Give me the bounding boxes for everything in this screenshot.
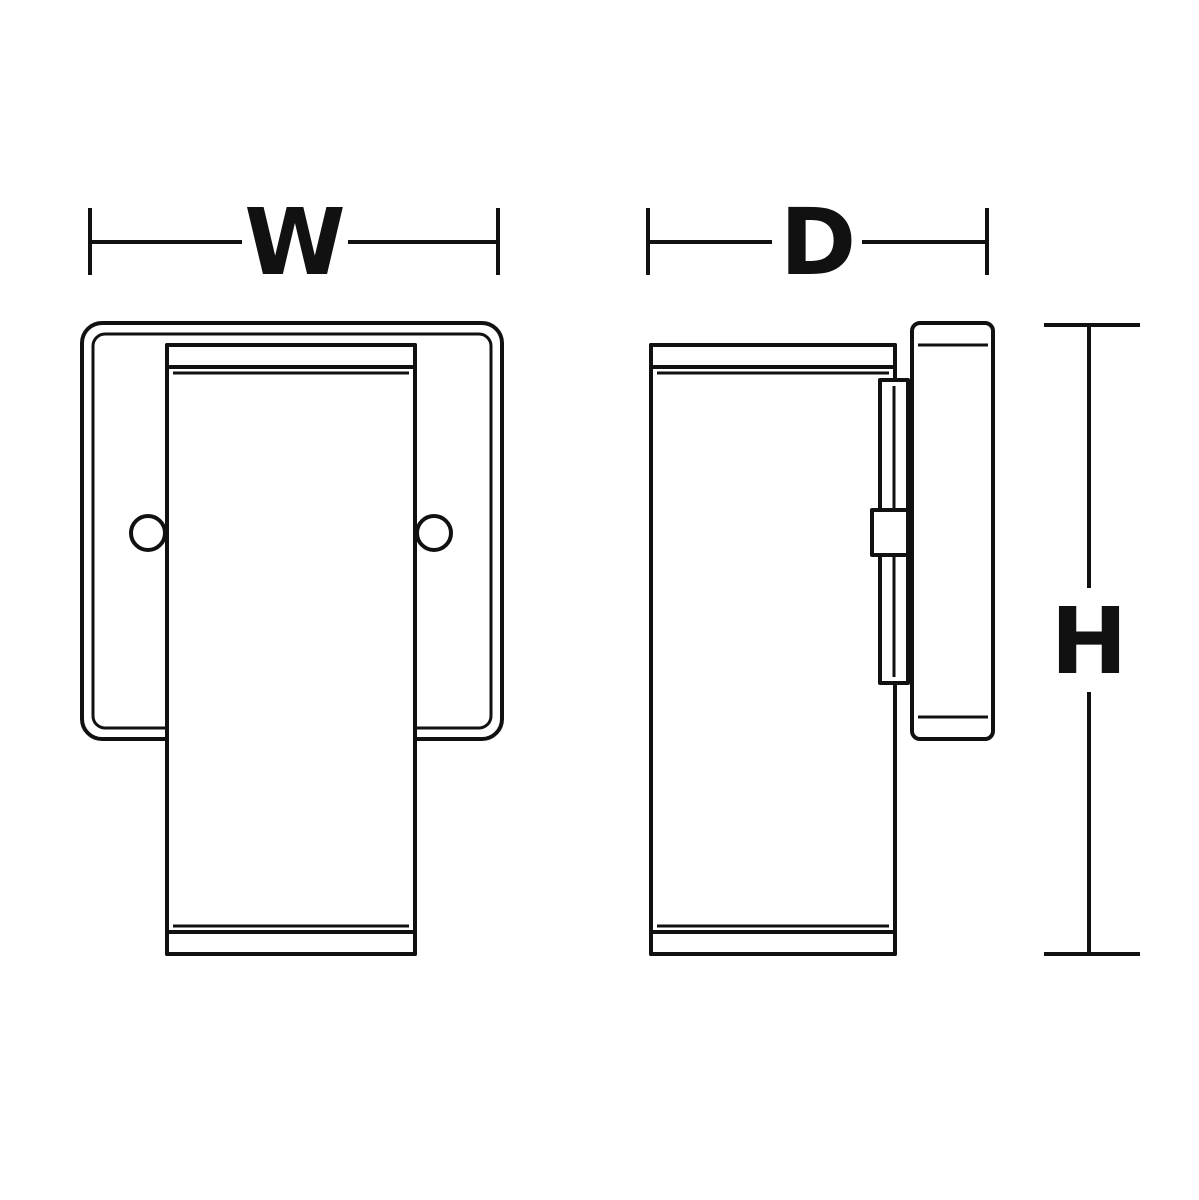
side-backplate (910, 321, 995, 741)
front-view (80, 321, 504, 956)
width-dimension: W (88, 189, 500, 296)
front-cylinder-body (165, 343, 417, 956)
side-arm-connector (870, 508, 910, 557)
side-view (649, 321, 995, 956)
side-cylinder-body (649, 343, 897, 956)
side-top-cap (649, 343, 897, 369)
height-label: H (1051, 588, 1128, 695)
left-mounting-hole (129, 514, 167, 552)
front-top-cap (165, 343, 417, 369)
height-dimension: H (1044, 323, 1140, 956)
depth-dimension: D (646, 189, 989, 296)
depth-label: D (780, 189, 856, 296)
front-bottom-cap (165, 930, 417, 956)
width-label: W (244, 189, 345, 296)
side-bottom-cap (649, 930, 897, 956)
right-mounting-hole (415, 514, 453, 552)
